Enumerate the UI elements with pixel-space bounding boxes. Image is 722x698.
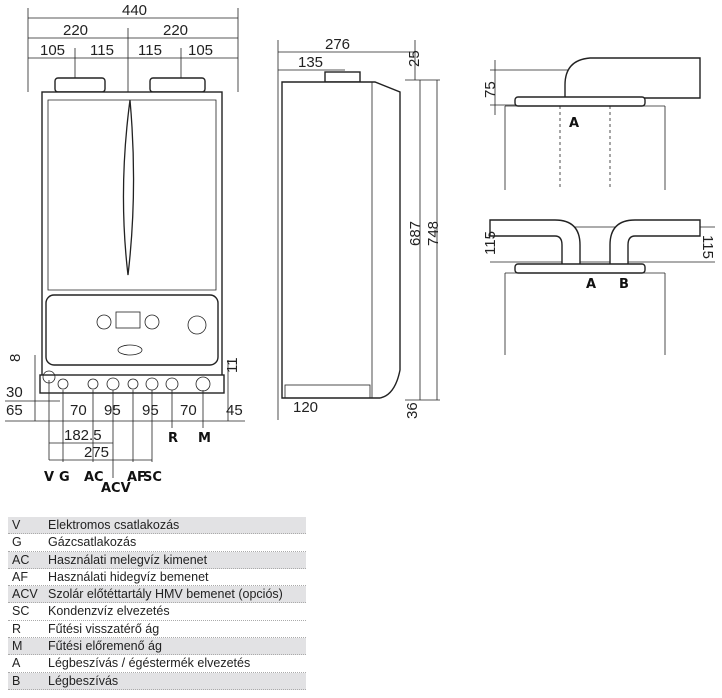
legend-row: R Fűtési visszatérő ág	[8, 621, 306, 639]
dim-sub-2: 115	[90, 42, 114, 59]
label-acv: ACV	[101, 481, 131, 496]
dim-687: 687	[407, 221, 424, 246]
label-v: V	[44, 470, 54, 485]
label-g: G	[59, 470, 70, 485]
dim-115-right: 115	[699, 235, 716, 259]
dim-276: 276	[325, 36, 350, 53]
label-af: AF	[127, 470, 146, 485]
label-a-split: A	[586, 277, 596, 292]
legend-text: Gázcsatlakozás	[48, 535, 137, 550]
side-view: 276 135 25 687 748 36 120	[277, 36, 442, 420]
legend-row: ACV Szolár előtéttartály HMV bemenet (opc…	[8, 586, 306, 604]
legend-code: A	[12, 656, 21, 671]
legend-text: Használati melegvíz kimenet	[48, 552, 208, 567]
legend-text: Légbeszívás / égéstermék elvezetés	[48, 656, 251, 671]
legend-code: B	[12, 673, 21, 688]
legend-row: G Gázcsatlakozás	[8, 534, 306, 552]
flue-view-split: 115 115 A B	[482, 219, 716, 355]
front-view: 440 220 220 105 115 115 105 8 30	[5, 2, 245, 496]
dim-95-right: 95	[142, 402, 159, 419]
label-a-concentric: A	[569, 116, 579, 131]
legend-row: M Fűtési előremenő ág	[8, 638, 306, 656]
dim-half-right: 220	[163, 22, 188, 39]
label-r: R	[168, 431, 178, 446]
legend-code: SC	[12, 604, 30, 619]
legend-row: AC Használati melegvíz kimenet	[8, 551, 306, 569]
dim-182-5: 182.5	[64, 427, 102, 444]
legend-text: Elektromos csatlakozás	[48, 518, 180, 532]
legend-text: Használati hidegvíz bemenet	[48, 569, 209, 584]
dim-half-left: 220	[63, 22, 88, 39]
dim-sub-1: 105	[40, 42, 65, 59]
dim-70-left: 70	[70, 402, 87, 419]
legend-code: ACV	[12, 587, 38, 602]
legend-code: V	[12, 518, 21, 532]
dim-748: 748	[425, 221, 442, 246]
legend-code: G	[12, 535, 22, 550]
legend-row: AF Használati hidegvíz bemenet	[8, 569, 306, 587]
legend-code: M	[12, 639, 23, 654]
dim-65: 65	[6, 402, 23, 419]
dim-sub-4: 105	[188, 42, 213, 59]
dim-135: 135	[298, 54, 323, 71]
label-ac: AC	[84, 470, 104, 485]
dim-25: 25	[406, 50, 423, 67]
legend-code: AC	[12, 552, 30, 567]
legend-code: R	[12, 621, 22, 636]
dim-75: 75	[482, 81, 499, 98]
legend-text: Fűtési előremenő ág	[48, 639, 162, 654]
dim-11: 11	[224, 357, 241, 373]
legend-row: A Légbeszívás / égéstermék elvezetés	[8, 655, 306, 673]
technical-drawing: 440 220 220 105 115 115 105 8 30	[5, 2, 716, 496]
dim-36: 36	[404, 402, 421, 419]
dim-95-left: 95	[104, 402, 121, 419]
dim-45: 45	[226, 402, 243, 419]
dim-sub-3: 115	[138, 42, 162, 59]
legend-row: B Légbeszívás	[8, 672, 306, 690]
flue-view-concentric: 75 A	[482, 57, 701, 190]
legend-text: Szolár előtéttartály HMV bemenet (opciós…	[48, 587, 283, 602]
dim-70-right: 70	[180, 402, 197, 419]
dim-275: 275	[84, 444, 109, 461]
legend-text: Kondenzvíz elvezetés	[48, 604, 170, 619]
dim-30: 30	[6, 384, 23, 401]
legend-text: Fűtési visszatérő ág	[48, 621, 160, 636]
label-b-split: B	[619, 277, 629, 292]
dim-115-left: 115	[482, 231, 499, 255]
legend-code: AF	[12, 569, 28, 584]
legend-row: SC Kondenzvíz elvezetés	[8, 603, 306, 621]
legend-row: V Elektromos csatlakozás	[8, 517, 306, 535]
label-m: M	[198, 431, 211, 446]
dim-8: 8	[7, 354, 24, 362]
label-sc: SC	[143, 470, 162, 485]
legend-text: Légbeszívás	[48, 673, 119, 688]
dim-width-total: 440	[122, 2, 147, 19]
dim-120: 120	[293, 399, 318, 416]
